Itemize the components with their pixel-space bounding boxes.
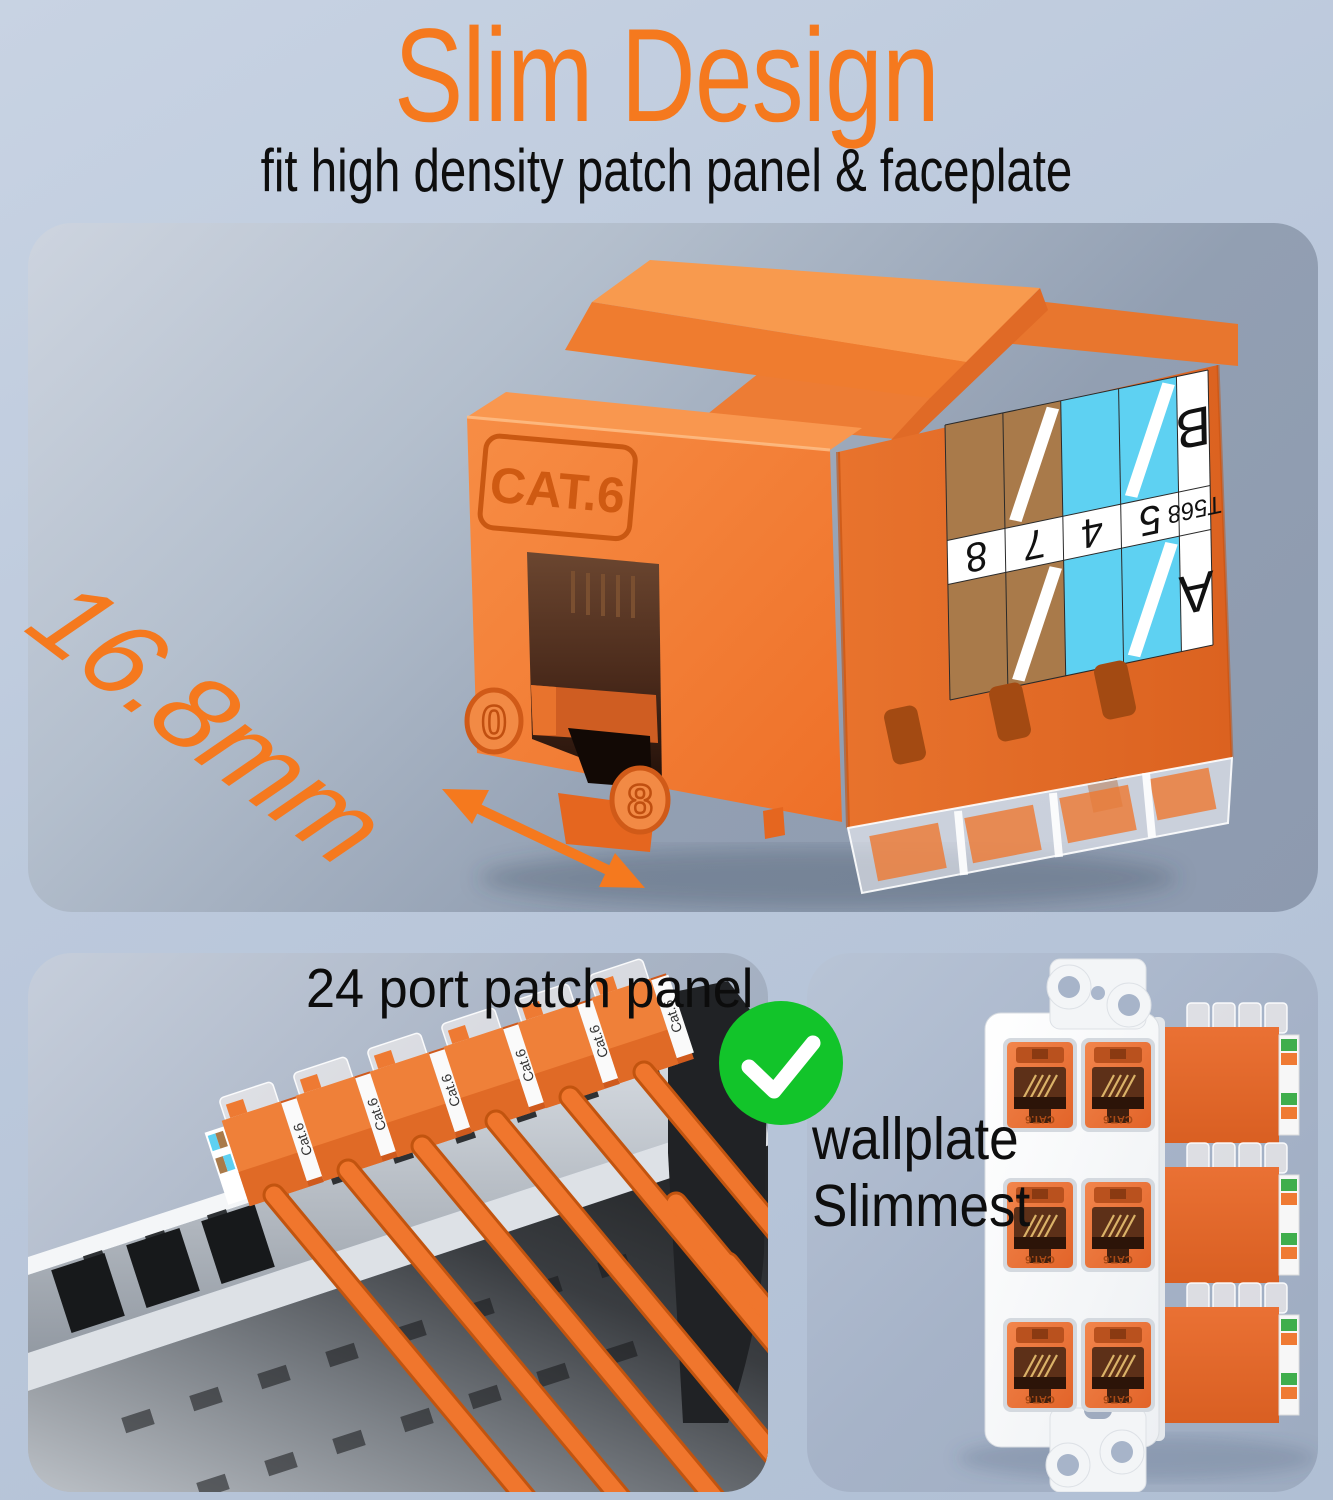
svg-text:CAT.6: CAT.6 [1103, 1393, 1133, 1405]
keystone-jack-render: CAT.6 0 8 [442, 223, 1318, 908]
jack-clear-caps [846, 756, 1234, 895]
page-title: Slim Design [394, 2, 940, 150]
patch-panel-card: Cat.6 Cat.6 Cat.6 [28, 953, 768, 1492]
dimension-arrow [442, 789, 645, 888]
svg-text:CAT.6: CAT.6 [1025, 1253, 1055, 1265]
jack-top-surface [467, 392, 862, 450]
patch-panel-render: Cat.6 Cat.6 Cat.6 [28, 958, 768, 1492]
rail-lip [28, 1111, 768, 1391]
svg-text:CAT.6: CAT.6 [488, 457, 628, 525]
jack-idc-slots [884, 660, 1136, 813]
jack-latch-stem [880, 288, 1048, 452]
svg-text:CAT.6: CAT.6 [1103, 1253, 1133, 1265]
empty-ports [51, 1203, 275, 1334]
svg-text:0: 0 [481, 696, 507, 748]
hero-panel: CAT.6 0 8 [28, 223, 1318, 912]
svg-text:A: A [1177, 558, 1214, 627]
jack-wiring-label: B T568 A 8 7 4 5 [945, 368, 1224, 700]
svg-text:8: 8 [627, 775, 653, 827]
jack-latch-top [592, 260, 1040, 362]
jack-latch-bevel [565, 302, 966, 398]
svg-text:8: 8 [965, 531, 988, 582]
svg-text:CAT.6: CAT.6 [1025, 1393, 1055, 1405]
svg-text:4: 4 [1081, 507, 1104, 558]
svg-text:B: B [1175, 393, 1211, 462]
svg-text:5: 5 [1139, 495, 1162, 546]
wallplate-jack-faces: CAT.6 CAT.6 [1003, 1038, 1155, 1412]
svg-text:7: 7 [1023, 519, 1046, 570]
jack-cat6-emboss: CAT.6 [477, 433, 638, 542]
cables [262, 1060, 768, 1492]
patch-panel-caption: 24 port patch panel [306, 957, 754, 1019]
svg-text:CAT.6: CAT.6 [1103, 1113, 1133, 1125]
checkmark-icon [719, 1001, 843, 1125]
page-subtitle: fit high density patch panel & faceplate [260, 137, 1073, 204]
jack-pin8: 8 [609, 765, 671, 835]
wallplate-card: CAT.6 CAT.6 [807, 953, 1318, 1492]
jack-pin0: 0 [464, 687, 524, 755]
panel-jacks: Cat.6 Cat.6 Cat.6 [204, 958, 694, 1207]
svg-text:CAT.6: CAT.6 [1025, 1113, 1055, 1125]
wallplate-render: CAT.6 CAT.6 [957, 958, 1317, 1492]
wallplate-jack-bodies [1159, 1002, 1300, 1423]
